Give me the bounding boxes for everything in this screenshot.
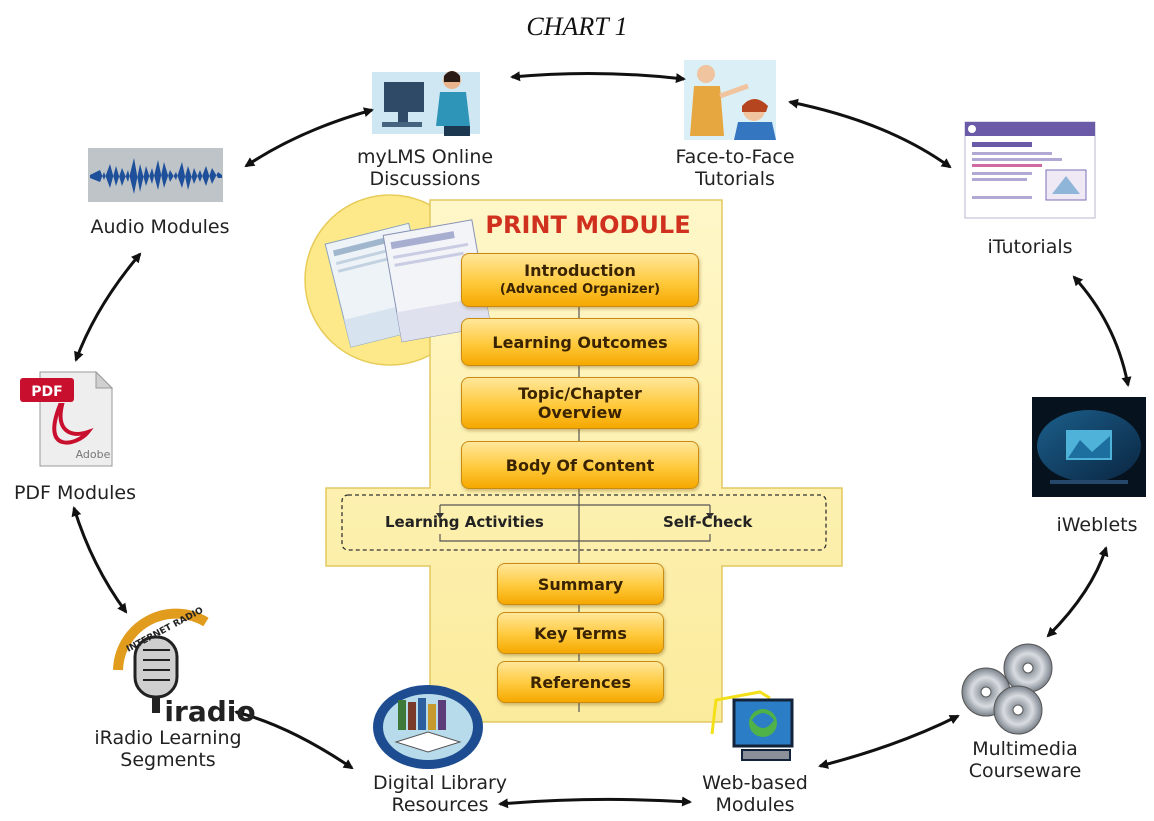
iradio-microphone-icon — [113, 608, 209, 713]
mylms-label: myLMS Online Discussions — [330, 146, 520, 190]
body-of-content-box: Body Of Content — [461, 441, 699, 489]
iweblets-label-line1: iWeblets — [1056, 514, 1138, 536]
mylms-label-line2: Discussions — [369, 168, 481, 190]
multimedia-label: Multimedia Courseware — [935, 738, 1115, 782]
references-label: References — [530, 672, 631, 692]
references-box: References — [497, 661, 664, 703]
iradio-label: iRadio Learning Segments — [68, 727, 268, 771]
digital-library-icon — [373, 685, 483, 769]
f2f-label-line2: Tutorials — [695, 168, 775, 190]
itutorials-label-line1: iTutorials — [987, 236, 1073, 258]
iradio-label-line2: Segments — [120, 749, 216, 771]
overview-label: Overview — [537, 403, 623, 422]
chart-title: CHART 1 — [526, 12, 628, 41]
learning-outcomes-label: Learning Outcomes — [492, 332, 668, 352]
mylms-computer-user-icon — [372, 71, 480, 136]
self-check-label: Self-Check — [663, 513, 753, 531]
pdf-document-icon — [20, 370, 114, 467]
multimedia-label-line2: Courseware — [968, 760, 1082, 782]
library-label-line2: Resources — [391, 794, 489, 816]
key-terms-label: Key Terms — [534, 623, 627, 643]
arrow-multimedia-web — [818, 714, 960, 769]
arrow-itutorials-iweblets — [1072, 275, 1132, 387]
pdf-label: PDF Modules — [0, 482, 150, 504]
audio-label-line1: Audio Modules — [90, 216, 230, 238]
introduction-box: Introduction (Advanced Organizer) — [461, 253, 699, 307]
web-label-line2: Modules — [715, 794, 795, 816]
pdf-label-line1: PDF Modules — [13, 482, 137, 504]
audio-waveform-icon — [88, 148, 223, 202]
summary-box: Summary — [497, 563, 664, 605]
itutorials-screenshot-icon — [964, 121, 1096, 219]
library-label: Digital Library Resources — [355, 772, 525, 816]
arrow-iradio-pdf — [71, 506, 128, 614]
arrow-audio-mylms — [244, 107, 374, 168]
face-to-face-tutorial-icon — [684, 60, 776, 140]
arrow-mylms-f2f — [510, 71, 686, 84]
print-module-heading: PRINT MODULE — [485, 211, 691, 239]
arrow-f2f-itutorials — [788, 98, 952, 169]
web-label: Web-based Modules — [680, 772, 830, 816]
print-booklets-image — [324, 219, 492, 348]
iradio-label-line1: iRadio Learning — [94, 727, 242, 749]
web-label-line1: Web-based — [702, 772, 808, 794]
topic-overview-box: Topic/Chapter Overview — [461, 377, 699, 429]
advanced-organizer-label: (Advanced Organizer) — [499, 282, 661, 297]
arrow-iweblets-multimedia — [1046, 546, 1109, 638]
arrow-library-iradio — [234, 709, 354, 770]
learning-outcomes-box: Learning Outcomes — [461, 318, 699, 366]
pdf-brand-text: Adobe — [76, 448, 111, 461]
key-terms-box: Key Terms — [497, 612, 664, 654]
iweblets-label: iWeblets — [1040, 514, 1154, 536]
introduction-label: Introduction — [524, 261, 636, 280]
body-of-content-label: Body Of Content — [505, 455, 655, 475]
audio-label: Audio Modules — [60, 216, 260, 238]
f2f-label: Face-to-Face Tutorials — [650, 146, 820, 190]
topic-chapter-label: Topic/Chapter — [518, 384, 642, 403]
summary-label: Summary — [537, 574, 624, 594]
multimedia-discs-icon — [961, 643, 1053, 735]
arrow-pdf-audio — [74, 252, 142, 362]
web-computer-icon — [710, 690, 794, 761]
radio-brand-text: iradio — [164, 695, 255, 728]
mylms-label-line1: myLMS Online — [356, 146, 494, 168]
multimedia-label-line1: Multimedia — [972, 738, 1078, 760]
f2f-label-line1: Face-to-Face — [675, 146, 795, 168]
arrow-web-library — [498, 796, 692, 809]
itutorials-label: iTutorials — [955, 236, 1105, 258]
library-label-line1: Digital Library — [372, 772, 508, 794]
iweblets-screen-icon — [1032, 397, 1146, 497]
pdf-badge-text: PDF — [31, 384, 62, 400]
learning-activities-label: Learning Activities — [385, 513, 544, 531]
